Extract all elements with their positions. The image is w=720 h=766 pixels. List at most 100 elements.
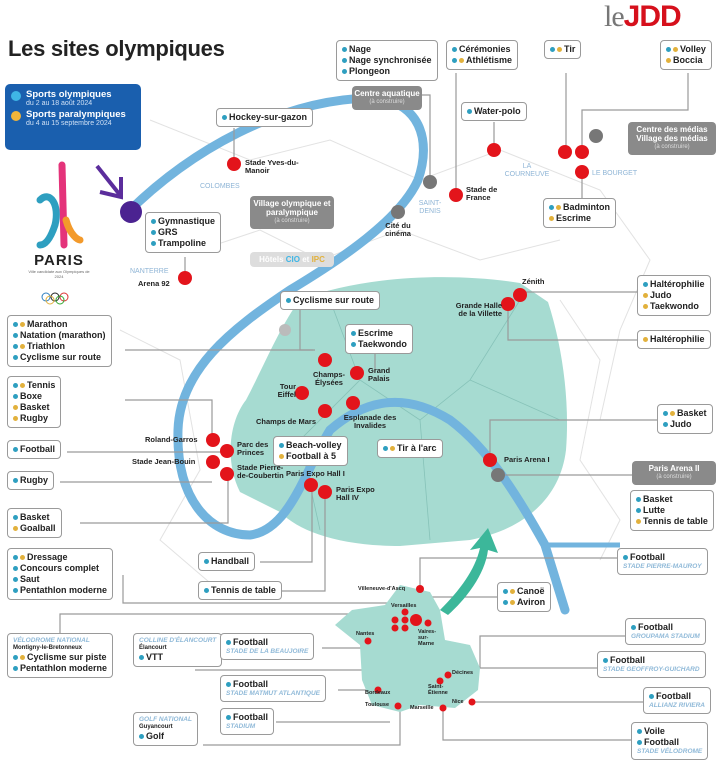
sport-label: Marathon bbox=[27, 319, 68, 329]
sport-item: Triathlon bbox=[13, 341, 106, 352]
sport-item: Basket bbox=[13, 512, 56, 523]
olympic-dot-icon bbox=[631, 625, 636, 630]
olympic-dot-icon bbox=[204, 588, 209, 593]
sport-item: Tennis de table bbox=[204, 585, 276, 596]
paralympic-dot-icon bbox=[20, 555, 25, 560]
olympic-dot-icon bbox=[13, 355, 18, 360]
paralympic-dot-icon bbox=[557, 47, 562, 52]
sport-item: Pentathlon moderne bbox=[13, 663, 107, 674]
sport-item: Escrime bbox=[351, 328, 407, 339]
jdd-logo: leJDD bbox=[604, 0, 682, 33]
sport-box-rugby: Rugby bbox=[7, 471, 54, 490]
venue-name: STADIUM bbox=[226, 723, 256, 730]
label-roland-garros: Roland-Garros bbox=[145, 435, 198, 444]
sport-item: Athlétisme bbox=[452, 55, 512, 66]
sport-item: Football bbox=[226, 637, 308, 648]
sport-label: Taekwondo bbox=[358, 339, 407, 349]
olympic-dot-icon bbox=[151, 241, 156, 246]
label-tour-eiffel: Tour Eiffel bbox=[277, 382, 296, 399]
sport-label: Football bbox=[656, 691, 691, 701]
sport-label: Concours complet bbox=[20, 563, 100, 573]
label-la-courneuve: LA COURNEUVE bbox=[504, 163, 550, 178]
label-pierre-de-coubertin: Stade Pierre-de-Coubertin bbox=[237, 463, 284, 480]
venue-town: Guyancourt bbox=[139, 724, 173, 730]
sport-item: Taekwondo bbox=[351, 339, 407, 350]
sport-item: Marathon bbox=[13, 319, 106, 330]
sport-item: Football à 5 bbox=[279, 451, 342, 462]
sport-item: Water-polo bbox=[467, 106, 521, 117]
sport-label: Lutte bbox=[643, 505, 665, 515]
sport-label: Saut bbox=[20, 574, 40, 584]
label-yves-du-manoir: Stade Yves-du-Manoir bbox=[245, 158, 299, 175]
sport-item: Basket bbox=[663, 408, 707, 419]
sport-label: Natation (marathon) bbox=[20, 330, 106, 340]
sport-label: Aviron bbox=[517, 597, 546, 607]
sport-item: Taekwondo bbox=[643, 301, 705, 312]
sport-item: GRS bbox=[151, 227, 215, 238]
zoom-arrow bbox=[440, 528, 498, 615]
sport-item: Trampoline bbox=[151, 238, 215, 249]
sport-item: Football bbox=[637, 737, 702, 748]
sport-label: Boxe bbox=[20, 391, 43, 401]
paralympic-dot-icon bbox=[20, 322, 25, 327]
sport-box-villette: Haltérophilie bbox=[637, 330, 711, 349]
sport-box-football-parc: Football bbox=[7, 440, 61, 459]
sport-label: Water-polo bbox=[474, 106, 521, 116]
annotation-arrow bbox=[95, 164, 123, 200]
olympic-dot-icon bbox=[637, 729, 642, 734]
planned-centre-medias: Centre des médias Village des médias(à c… bbox=[628, 122, 716, 155]
sport-box-tir: Tir bbox=[544, 40, 582, 59]
label-vaires-sur-marne: Vaires-sur-Marne bbox=[418, 629, 437, 647]
sport-label: Badminton bbox=[563, 202, 610, 212]
sport-item: Nage bbox=[342, 44, 432, 55]
paralympic-dot-icon bbox=[459, 58, 464, 63]
olympic-dot-icon bbox=[13, 588, 18, 593]
label-versailles: Versailles bbox=[391, 603, 417, 609]
venue-town: Élancourt bbox=[139, 645, 167, 651]
olympic-dot-icon bbox=[13, 666, 18, 671]
sport-item: Football bbox=[603, 655, 700, 666]
sport-box-tirarc: Tir à l'arc bbox=[377, 439, 443, 458]
olympic-dot-icon bbox=[13, 394, 18, 399]
sport-label: Triathlon bbox=[27, 341, 65, 351]
olympic-dot-icon bbox=[151, 219, 156, 224]
sport-item: Beach-volley bbox=[279, 440, 342, 451]
sport-item: Aviron bbox=[503, 597, 545, 608]
sport-item: Football bbox=[226, 712, 268, 723]
olympic-dot-icon bbox=[13, 566, 18, 571]
paralympic-dot-icon bbox=[636, 519, 641, 524]
olympic-dot-icon bbox=[11, 91, 21, 101]
olympic-dot-icon bbox=[226, 715, 231, 720]
paralympic-dot-icon bbox=[20, 655, 25, 660]
sport-item: Cyclisme sur route bbox=[13, 352, 106, 363]
sport-item: Basket bbox=[636, 494, 708, 505]
olympic-dot-icon bbox=[636, 508, 641, 513]
planned-centre-aquatique: Centre aquatique(à construire) bbox=[352, 86, 422, 110]
olympic-dot-icon bbox=[383, 446, 388, 451]
sport-item: Gymnastique bbox=[151, 216, 215, 227]
sport-label: Football bbox=[233, 712, 268, 722]
label-colombes: COLOMBES bbox=[200, 183, 240, 190]
sport-item: Natation (marathon) bbox=[13, 330, 106, 341]
olympic-dot-icon bbox=[351, 331, 356, 336]
sport-label: Rugby bbox=[20, 475, 48, 485]
sport-label: Golf bbox=[146, 731, 164, 741]
venue-name: ALLIANZ RIVIERA bbox=[649, 702, 705, 709]
olympic-dot-icon bbox=[226, 640, 231, 645]
sport-label: Football bbox=[20, 444, 55, 454]
sport-label: Football à 5 bbox=[286, 451, 337, 461]
sport-item: Badminton bbox=[549, 202, 610, 213]
